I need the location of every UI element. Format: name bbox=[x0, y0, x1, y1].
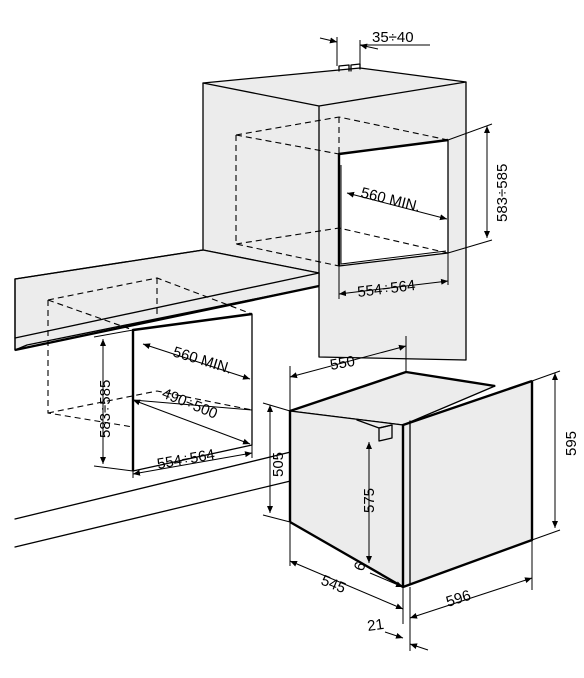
dim-oven-front-width: 596 bbox=[444, 587, 473, 611]
dim-oven-side-depth: 545 bbox=[319, 572, 349, 597]
dim-oven-front-height: 595 bbox=[563, 431, 580, 456]
dim-oven-door-depth: 21 bbox=[366, 616, 385, 635]
dim-oven-inner-height: 575 bbox=[361, 488, 378, 513]
dim-oven-depth: 550 bbox=[329, 353, 357, 374]
dim-oven-body-height: 505 bbox=[270, 452, 287, 477]
dim-top-gap: 35÷40 bbox=[372, 29, 414, 46]
worktop bbox=[14, 249, 320, 548]
dim-upper-width: 554÷564 bbox=[356, 277, 416, 301]
dim-upper-height: 583÷585 bbox=[494, 164, 511, 222]
dim-lower-height: 583÷585 bbox=[97, 380, 114, 438]
oven bbox=[288, 370, 534, 589]
dimension-lines bbox=[93, 37, 561, 651]
